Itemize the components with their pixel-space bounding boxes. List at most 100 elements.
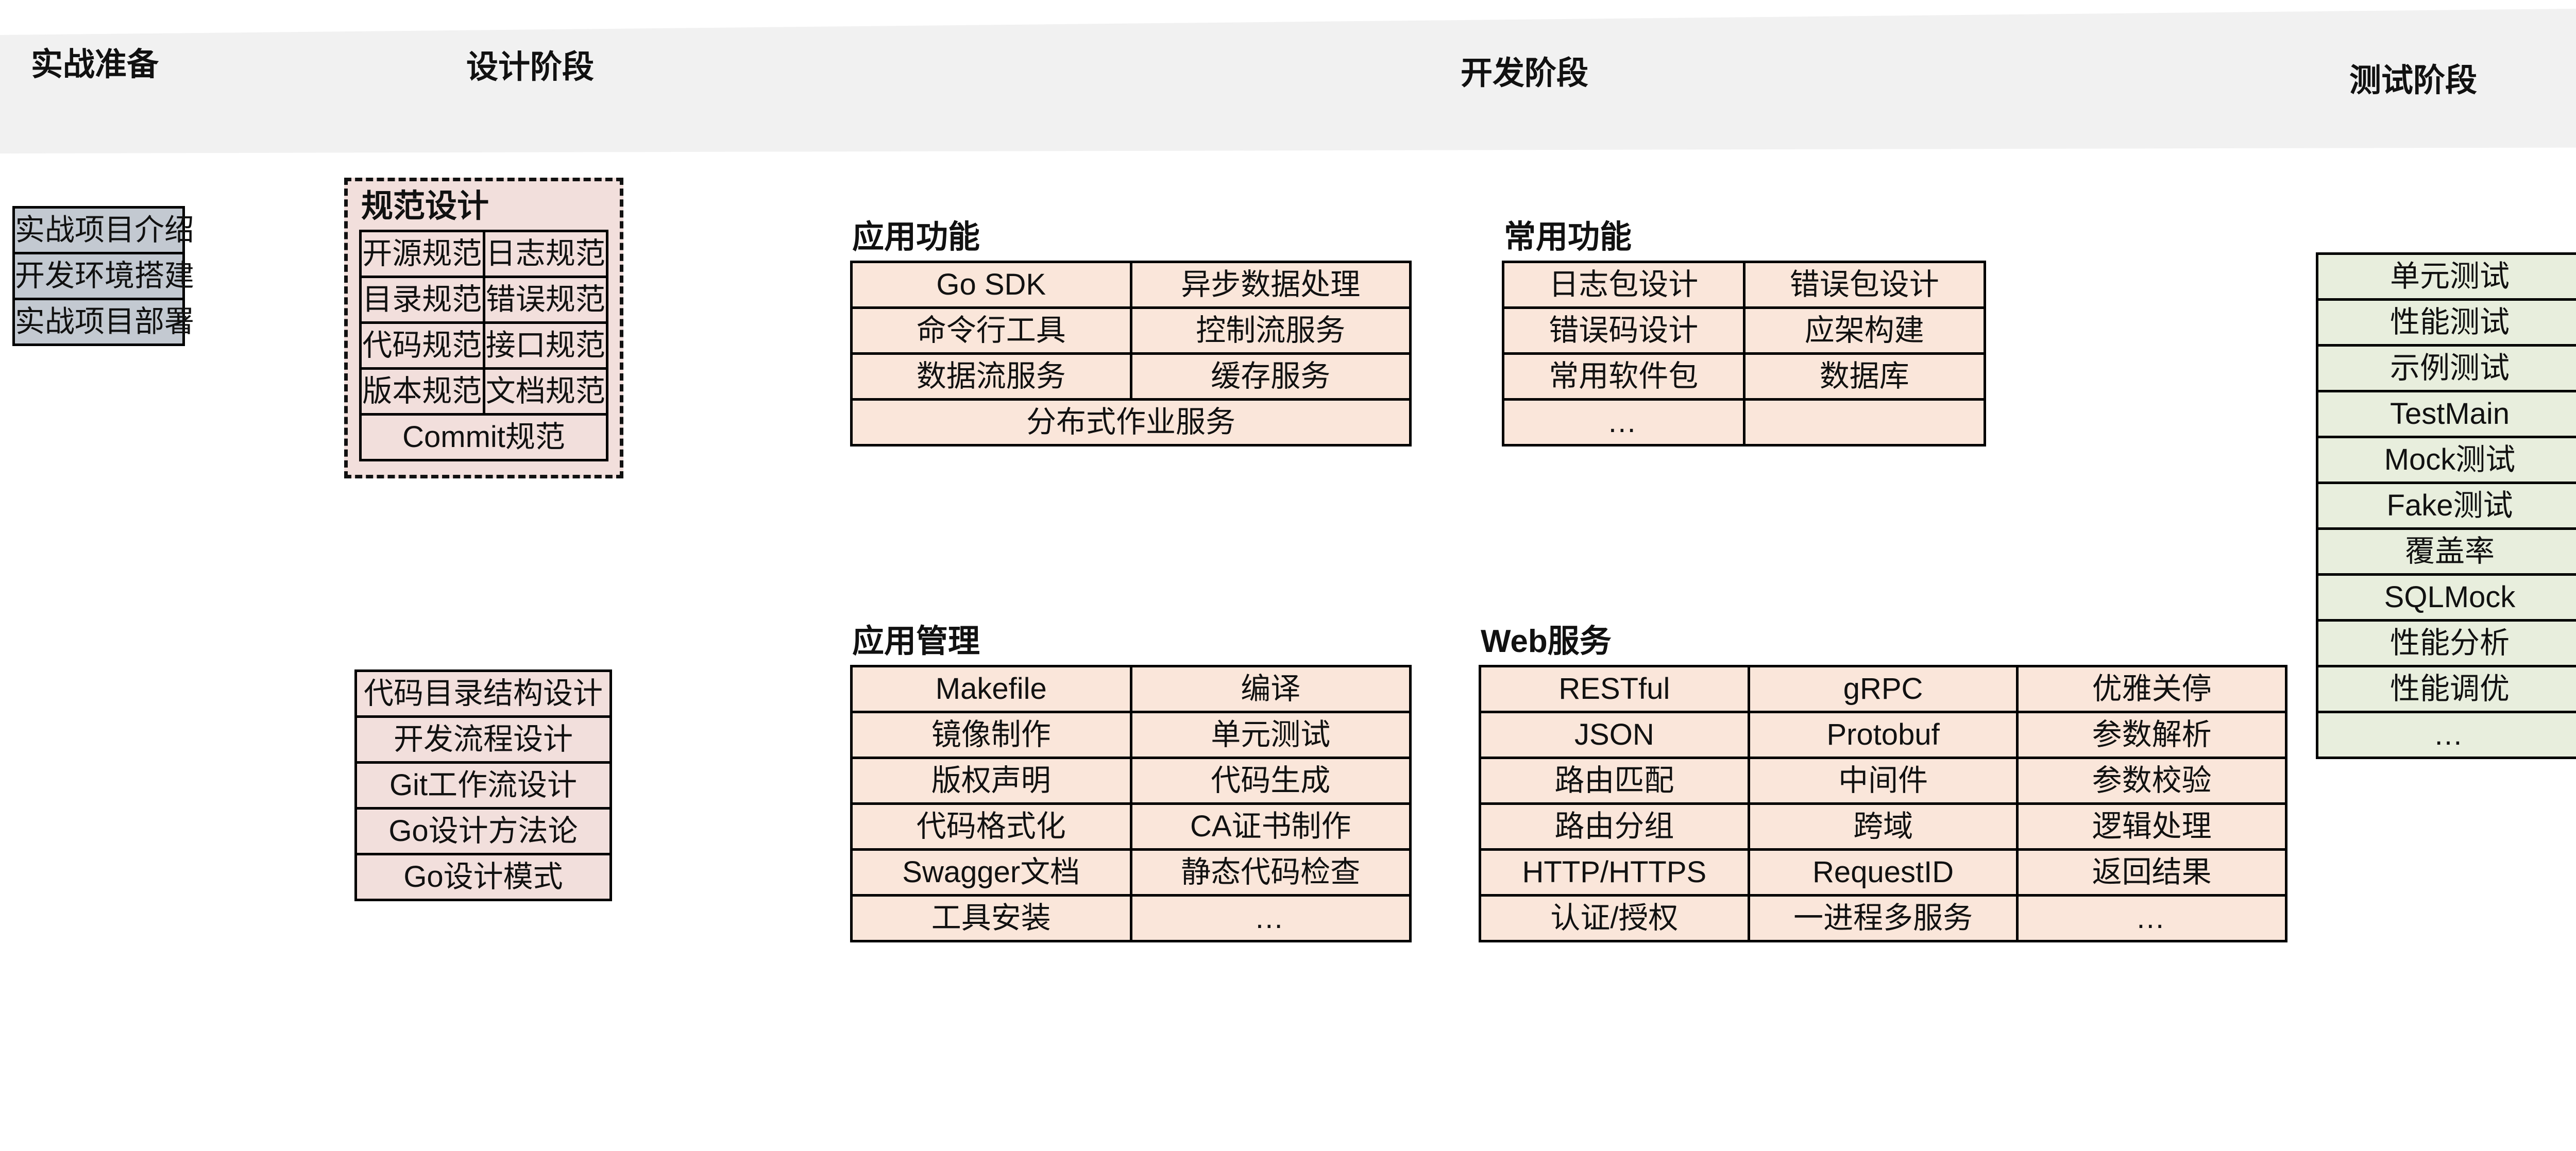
testing-item-6[interactable]: 覆盖率 xyxy=(2316,527,2576,576)
design-item-3[interactable]: Go设计方法论 xyxy=(354,807,612,855)
spec-cell-2-0[interactable]: 代码规范 xyxy=(359,321,485,370)
appfn-cell-0-0[interactable]: Go SDK xyxy=(850,261,1132,309)
appmg-cell-0-1[interactable]: 编译 xyxy=(1129,665,1412,713)
table-row[interactable]: 代码规范 接口规范 xyxy=(359,321,608,370)
web-cell-2-1[interactable]: 中间件 xyxy=(1747,757,2019,805)
table-row[interactable]: 路由分组 跨域 逻辑处理 xyxy=(1479,802,2287,851)
testing-item-8[interactable]: 性能分析 xyxy=(2316,619,2576,667)
design-item-0[interactable]: 代码目录结构设计 xyxy=(354,669,612,718)
cmnfn-cell-1-0[interactable]: 错误码设计 xyxy=(1502,306,1745,355)
cmnfn-cell-3-0[interactable]: … xyxy=(1502,398,1745,446)
table-row[interactable]: 性能测试 xyxy=(2316,298,2576,347)
table-row[interactable]: Go设计方法论 xyxy=(354,807,612,855)
web-cell-2-0[interactable]: 路由匹配 xyxy=(1479,757,1750,805)
web-cell-0-1[interactable]: gRPC xyxy=(1747,665,2019,713)
appfn-cell-1-0[interactable]: 命令行工具 xyxy=(850,306,1132,355)
testing-item-0[interactable]: 单元测试 xyxy=(2316,252,2576,301)
table-row[interactable]: 开发环境搭建 xyxy=(12,252,194,300)
table-row[interactable]: Makefile 编译 xyxy=(850,665,1412,713)
appfn-cell-2-1[interactable]: 缓存服务 xyxy=(1129,352,1412,401)
cmnfn-cell-0-0[interactable]: 日志包设计 xyxy=(1502,261,1745,309)
testing-item-4[interactable]: Mock测试 xyxy=(2316,436,2576,484)
table-row[interactable]: 分布式作业服务 xyxy=(850,398,1412,446)
cmnfn-cell-2-0[interactable]: 常用软件包 xyxy=(1502,352,1745,401)
appmg-cell-4-0[interactable]: Swagger文档 xyxy=(850,848,1132,897)
table-row[interactable]: RESTful gRPC 优雅关停 xyxy=(1479,665,2287,713)
appmg-cell-2-1[interactable]: 代码生成 xyxy=(1129,757,1412,805)
testing-item-9[interactable]: 性能调优 xyxy=(2316,665,2576,713)
web-cell-5-0[interactable]: 认证/授权 xyxy=(1479,894,1750,942)
appmg-cell-5-0[interactable]: 工具安装 xyxy=(850,894,1132,942)
appmg-cell-3-0[interactable]: 代码格式化 xyxy=(850,802,1132,851)
table-row[interactable]: HTTP/HTTPS RequestID 返回结果 xyxy=(1479,848,2287,897)
table-row[interactable]: 开源规范 日志规范 xyxy=(359,230,608,278)
spec-cell-0-1[interactable]: 日志规范 xyxy=(482,230,608,278)
appmg-cell-4-1[interactable]: 静态代码检查 xyxy=(1129,848,1412,897)
appfn-cell-1-1[interactable]: 控制流服务 xyxy=(1129,306,1412,355)
spec-cell-commit[interactable]: Commit规范 xyxy=(359,413,608,461)
table-row[interactable]: 路由匹配 中间件 参数校验 xyxy=(1479,757,2287,805)
table-row[interactable]: 性能分析 xyxy=(2316,619,2576,667)
appmg-cell-5-1[interactable]: … xyxy=(1129,894,1412,942)
table-row[interactable]: 实战项目介绍 xyxy=(12,206,194,254)
table-row[interactable]: 版本规范 文档规范 xyxy=(359,367,608,416)
table-row[interactable]: 代码格式化 CA证书制作 xyxy=(850,802,1412,851)
web-cell-2-2[interactable]: 参数校验 xyxy=(2016,757,2287,805)
testing-item-7[interactable]: SQLMock xyxy=(2316,573,2576,622)
spec-cell-1-0[interactable]: 目录规范 xyxy=(359,276,485,324)
table-row[interactable]: 实战项目部署 xyxy=(12,298,194,346)
web-cell-1-0[interactable]: JSON xyxy=(1479,711,1750,759)
table-row[interactable]: 目录规范 错误规范 xyxy=(359,276,608,324)
table-row[interactable]: Git工作流设计 xyxy=(354,761,612,810)
table-row[interactable]: 数据流服务 缓存服务 xyxy=(850,352,1412,401)
cmnfn-cell-1-1[interactable]: 应架构建 xyxy=(1742,306,1986,355)
table-row[interactable]: 常用软件包 数据库 xyxy=(1502,352,1986,401)
web-cell-3-1[interactable]: 跨域 xyxy=(1747,802,2019,851)
web-cell-0-2[interactable]: 优雅关停 xyxy=(2016,665,2287,713)
table-row[interactable]: 单元测试 xyxy=(2316,252,2576,301)
prep-item-2[interactable]: 实战项目部署 xyxy=(12,298,194,346)
testing-item-1[interactable]: 性能测试 xyxy=(2316,298,2576,347)
design-item-2[interactable]: Git工作流设计 xyxy=(354,761,612,810)
table-row[interactable]: 工具安装 … xyxy=(850,894,1412,942)
testing-item-3[interactable]: TestMain xyxy=(2316,390,2576,438)
spec-cell-0-0[interactable]: 开源规范 xyxy=(359,230,485,278)
spec-cell-2-1[interactable]: 接口规范 xyxy=(482,321,608,370)
table-row[interactable]: Mock测试 xyxy=(2316,436,2576,484)
cmnfn-cell-0-1[interactable]: 错误包设计 xyxy=(1742,261,1986,309)
table-row[interactable]: 镜像制作 单元测试 xyxy=(850,711,1412,759)
appfn-cell-0-1[interactable]: 异步数据处理 xyxy=(1129,261,1412,309)
table-row[interactable]: Swagger文档 静态代码检查 xyxy=(850,848,1412,897)
spec-cell-3-0[interactable]: 版本规范 xyxy=(359,367,485,416)
cmnfn-cell-2-1[interactable]: 数据库 xyxy=(1742,352,1986,401)
table-row[interactable]: Go SDK 异步数据处理 xyxy=(850,261,1412,309)
web-cell-3-0[interactable]: 路由分组 xyxy=(1479,802,1750,851)
testing-item-2[interactable]: 示例测试 xyxy=(2316,344,2576,392)
table-row[interactable]: 开发流程设计 xyxy=(354,715,612,764)
web-cell-4-1[interactable]: RequestID xyxy=(1747,848,2019,897)
table-row[interactable]: 覆盖率 xyxy=(2316,527,2576,576)
appfn-cell-full[interactable]: 分布式作业服务 xyxy=(850,398,1412,446)
prep-item-1[interactable]: 开发环境搭建 xyxy=(12,252,194,300)
table-row[interactable]: 日志包设计 错误包设计 xyxy=(1502,261,1986,309)
appmg-cell-1-0[interactable]: 镜像制作 xyxy=(850,711,1132,759)
spec-cell-1-1[interactable]: 错误规范 xyxy=(482,276,608,324)
table-row[interactable]: 性能调优 xyxy=(2316,665,2576,713)
web-cell-5-1[interactable]: 一进程多服务 xyxy=(1747,894,2019,942)
web-cell-1-1[interactable]: Protobuf xyxy=(1747,711,2019,759)
web-cell-1-2[interactable]: 参数解析 xyxy=(2016,711,2287,759)
appmg-cell-0-0[interactable]: Makefile xyxy=(850,665,1132,713)
table-row[interactable]: 代码目录结构设计 xyxy=(354,669,612,718)
table-row[interactable]: SQLMock xyxy=(2316,573,2576,622)
table-row[interactable]: Commit规范 xyxy=(359,413,608,461)
table-row[interactable]: 命令行工具 控制流服务 xyxy=(850,306,1412,355)
testing-item-10[interactable]: … xyxy=(2316,711,2576,759)
web-cell-0-0[interactable]: RESTful xyxy=(1479,665,1750,713)
web-cell-4-2[interactable]: 返回结果 xyxy=(2016,848,2287,897)
web-cell-4-0[interactable]: HTTP/HTTPS xyxy=(1479,848,1750,897)
appmg-cell-3-1[interactable]: CA证书制作 xyxy=(1129,802,1412,851)
table-row[interactable]: 示例测试 xyxy=(2316,344,2576,392)
table-row[interactable]: … xyxy=(2316,711,2576,759)
table-row[interactable]: Fake测试 xyxy=(2316,482,2576,530)
web-cell-5-2[interactable]: … xyxy=(2016,894,2287,942)
